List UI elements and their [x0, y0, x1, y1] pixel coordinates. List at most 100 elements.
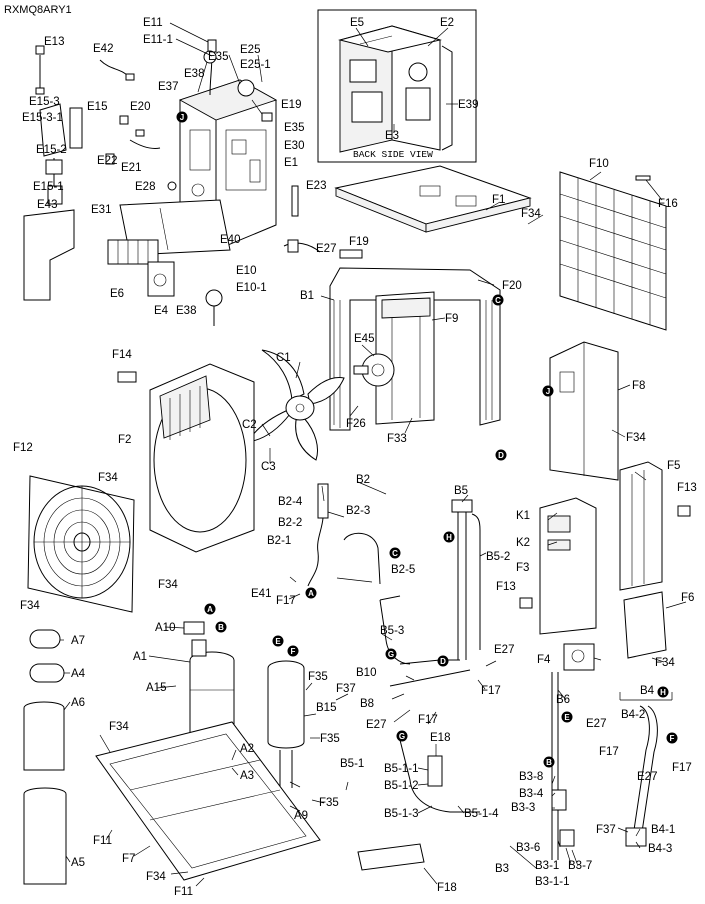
label-b5-1-1: B5-1-1: [384, 763, 419, 775]
label-e18: E18: [430, 732, 450, 744]
label-a7: A7: [71, 635, 85, 647]
label-f37-b4: F37: [596, 824, 616, 836]
label-f13-mid: F13: [496, 581, 516, 593]
label-f16: F16: [658, 198, 678, 210]
label-e23: E23: [306, 180, 326, 192]
label-e30: E30: [284, 140, 304, 152]
label-f17-b5: F17: [481, 685, 501, 697]
label-e4: E4: [154, 305, 169, 317]
label-e10: E10: [236, 265, 256, 277]
label-f1: F1: [492, 194, 505, 206]
back-side-view-drawing: [338, 25, 453, 153]
label-f17-b4: F17: [599, 746, 619, 758]
marker-e-1: E: [272, 635, 284, 647]
label-a9: A9: [294, 810, 308, 822]
label-c1: C1: [276, 352, 291, 364]
marker-c-1: C: [492, 294, 504, 306]
label-e1: E1: [284, 157, 298, 169]
label-a5: A5: [71, 857, 85, 869]
label-b4-1: B4-1: [651, 824, 675, 836]
leader-lines: [60, 22, 687, 887]
label-e27-mid: E27: [366, 719, 386, 731]
label-f34-grille: F34: [158, 579, 178, 591]
label-b5-2: B5-2: [486, 551, 510, 563]
label-b3-3: B3-3: [511, 802, 535, 814]
label-f11-bottom: F11: [174, 886, 193, 898]
marker-f-1: F: [287, 645, 299, 657]
label-b3-1: B3-1: [535, 860, 559, 872]
svg-text:A: A: [207, 605, 213, 614]
label-f35-mid: F35: [320, 733, 340, 745]
inset-caption: BACK SIDE VIEW: [353, 149, 433, 160]
marker-f-2: F: [666, 732, 678, 744]
label-e10-1: E10-1: [236, 282, 267, 294]
label-f26: F26: [346, 418, 366, 430]
label-f35-bottom: F35: [319, 797, 339, 809]
control-box-drawing: [23, 39, 321, 326]
svg-text:C: C: [495, 296, 501, 305]
label-b6: B6: [556, 694, 570, 706]
label-e25-1: E25-1: [240, 59, 271, 71]
label-b3-6: B3-6: [516, 842, 540, 854]
label-b1: B1: [300, 290, 314, 302]
label-e35-top: E35: [208, 51, 228, 63]
back-side-view-frame: [317, 9, 477, 163]
label-b5-1-2: B5-1-2: [384, 780, 419, 792]
front-panel-drawing: [117, 363, 255, 553]
label-b3-4: B3-4: [519, 788, 544, 800]
label-f17-mid: F17: [418, 714, 438, 726]
label-e43: E43: [37, 199, 57, 211]
heat-exchanger-drawing: [329, 249, 501, 431]
label-f34-grille-bottom: F34: [20, 600, 40, 612]
label-f35-top: F35: [308, 671, 328, 683]
label-b2-3: B2-3: [346, 505, 370, 517]
label-e20: E20: [130, 101, 150, 113]
marker-g-2: G: [396, 730, 408, 742]
label-f13-right: F13: [677, 482, 697, 494]
label-e15-2: E15-2: [36, 144, 67, 156]
label-f14: F14: [112, 349, 132, 361]
base-plate-drawing: [95, 721, 425, 881]
label-f20: F20: [502, 280, 522, 292]
label-f18: F18: [437, 882, 457, 894]
label-f2: F2: [118, 434, 131, 446]
svg-text:H: H: [446, 533, 452, 542]
label-e5: E5: [350, 17, 364, 29]
reference-markers: J C D J C A A B E F G D H G E B H F: [176, 111, 678, 768]
label-f12: F12: [13, 442, 33, 454]
label-f6: F6: [681, 592, 694, 604]
label-e6: E6: [110, 288, 124, 300]
svg-text:A: A: [308, 589, 314, 598]
top-panel-drawing: [334, 165, 532, 233]
label-e21: E21: [121, 162, 141, 174]
label-b4-3: B4-3: [648, 843, 672, 855]
label-f8: F8: [632, 380, 645, 392]
svg-text:J: J: [180, 113, 184, 122]
marker-a-1: A: [305, 587, 317, 599]
label-e3: E3: [385, 130, 399, 142]
label-f4: F4: [537, 654, 551, 666]
marker-b-1: B: [215, 621, 227, 633]
label-e38-top: E38: [184, 68, 204, 80]
label-f3: F3: [516, 562, 529, 574]
label-a4: A4: [71, 668, 86, 680]
label-e37: E37: [158, 81, 178, 93]
marker-d-2: D: [437, 655, 449, 667]
marker-h-2: H: [657, 686, 669, 698]
label-f9: F9: [445, 313, 458, 325]
label-b4: B4: [640, 685, 655, 697]
svg-text:F: F: [291, 647, 296, 656]
svg-text:H: H: [660, 688, 666, 697]
label-e27-b4-2: E27: [637, 771, 657, 783]
label-e27-b4: E27: [586, 718, 606, 730]
label-f34-base: F34: [146, 871, 166, 883]
label-f7: F7: [122, 853, 135, 865]
part-labels: E13 E42 E11 E11-1 E35 E38 E37 E25 E25-1 …: [13, 17, 697, 898]
rear-grille-drawing: [559, 171, 667, 331]
label-e15: E15: [87, 101, 107, 113]
svg-text:G: G: [388, 650, 394, 659]
label-e28: E28: [135, 181, 155, 193]
label-a10: A10: [155, 622, 175, 634]
marker-j-1: J: [176, 111, 188, 123]
